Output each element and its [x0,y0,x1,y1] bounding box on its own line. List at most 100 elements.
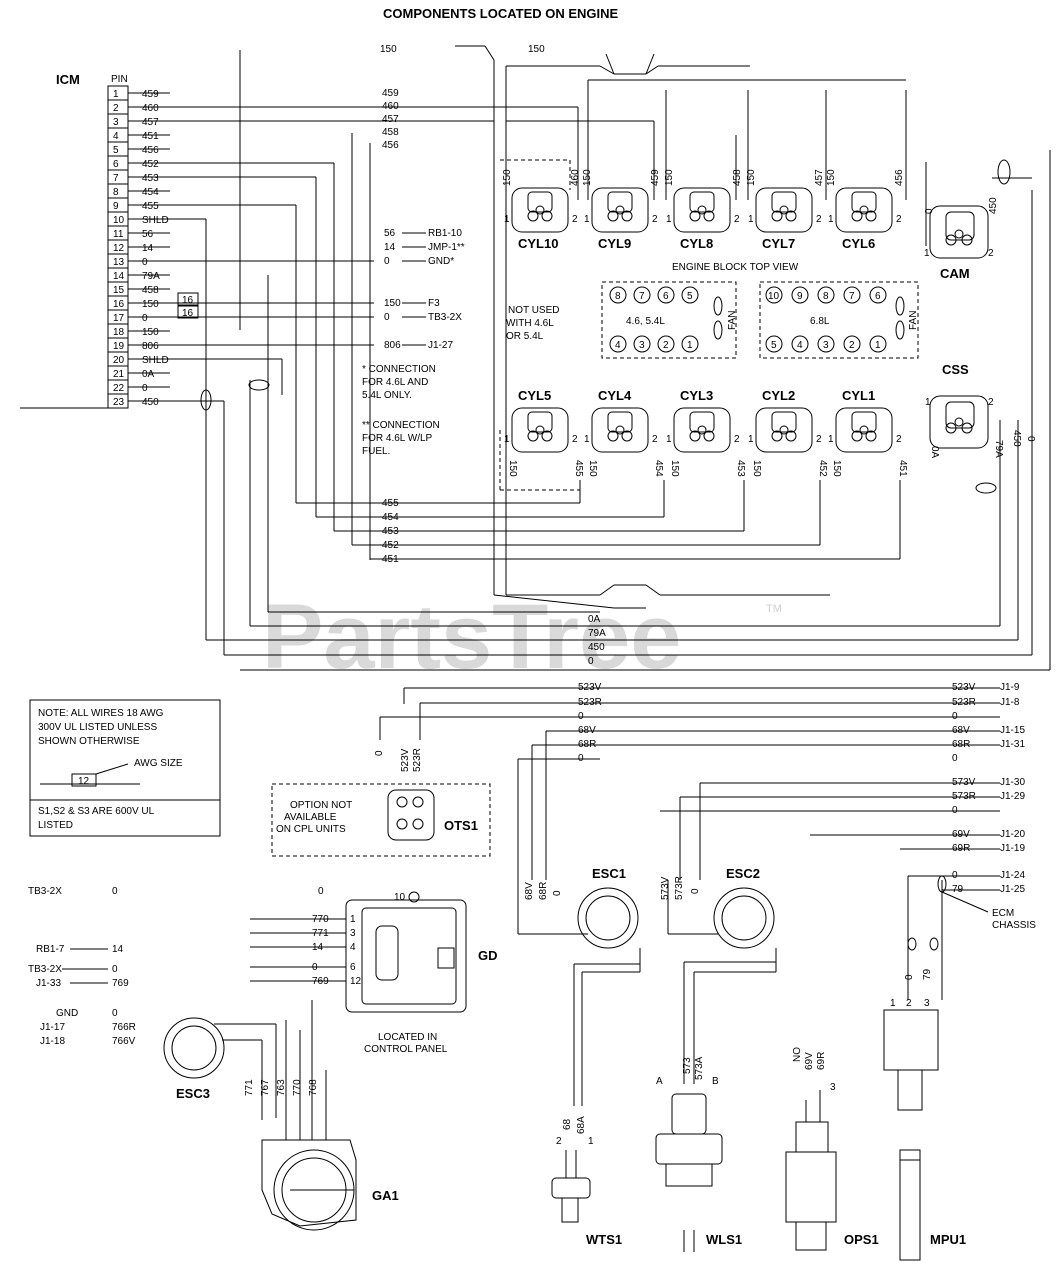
icm-pin-number: 2 [113,103,119,114]
right-bus-wire: 0 [952,711,958,722]
bus-wire-label: 0A [588,614,601,625]
css-wire-0: 0 [1025,436,1036,442]
icm-pin-wire: SHLD [142,215,169,226]
css-wire-450: 450 [1011,430,1022,447]
icm-pin-number: 1 [113,89,119,100]
esc1-connector: ESC1 68V 68R 0 [517,866,641,1106]
left-bus-wire: 0 [578,753,584,764]
right-bus-wire: 573R [952,791,976,802]
cyl-wire: 452 [817,460,828,477]
left-side-source: TB3-2X [28,964,62,975]
gd-top-wire-0: 0 [318,886,324,897]
note-line-5: LISTED [38,820,73,831]
icm-pin-wire: 0 [142,313,148,324]
icm-pin-number: 3 [113,117,119,128]
cyl-pin-2: 2 [652,434,658,445]
esc3-connector: ESC3 [163,1017,277,1120]
top-wire-150-b: 150 [528,44,545,55]
ga1-wire: 770 [292,1079,303,1096]
icm-pin-header: PIN [111,74,128,85]
right-bus-wire: 0 [952,870,958,881]
right-bus-wire: 69V [952,829,970,840]
icm-pin-wire: 0A [142,369,155,380]
esc1-label: ESC1 [592,866,626,881]
conn-wire-label: 150 [384,298,401,309]
css-pin-2: 2 [988,397,994,408]
fan-label-a: FAN [727,311,738,330]
awg-size-label: AWG SIZE [134,758,183,769]
ga1-wire: 763 [276,1079,287,1096]
bottom-bus-wire: 454 [382,512,399,523]
right-bus-dest: J1-8 [1000,697,1020,708]
icm-right-wire-label: 459 [382,88,399,99]
mpu1-wire-79: 79 [922,968,933,980]
right-bus-dest: J1-31 [1000,739,1025,750]
icm-pin-number: 6 [113,159,119,170]
wls1-label: WLS1 [706,1232,742,1247]
wts1-label: WTS1 [586,1232,622,1247]
cyl-pin-2: 2 [896,214,902,225]
mpu1-pin-3: 3 [924,998,930,1009]
conn-wire-label: 0 [384,256,390,267]
gd-wire: 770 [312,914,329,925]
cyl-label: CYL6 [842,236,875,251]
icm-pin-wire: 79A [142,271,160,282]
right-bus-wire: 0 [952,805,958,816]
icm-right-wire-label: 458 [382,127,399,138]
conn-dest-label: JMP-1** [428,242,465,253]
block-b-cyl: 6 [875,291,881,302]
wls1-wire-573: 573 [682,1057,693,1074]
block-b-cyl: 8 [823,291,829,302]
cam-pin-1: 1 [924,248,930,259]
icm-label: ICM [56,72,80,87]
icm-pin-wire: 56 [142,229,154,240]
icm-pin-number: 20 [113,355,125,366]
wts1-wire-68a: 68A [576,1116,587,1134]
ots1-wire-0: 0 [374,750,385,756]
right-bus-dest: J1-19 [1000,843,1025,854]
wts1-sensor: WTS1 68 68A 2 1 [551,1116,622,1247]
cyl-wire-150: 150 [502,169,513,186]
conn-dest-label: TB3-2X [428,312,462,323]
cyl-wire: 460 [570,169,581,186]
cam-pin-2: 2 [988,248,994,259]
conn-wire-label: 0 [384,312,390,323]
cyl-label: CYL10 [518,236,558,251]
icm-pin-number: 8 [113,187,119,198]
block-a-cyl: 6 [663,291,669,302]
cyl-wire: 457 [814,169,825,186]
block-b-label: 6.8L [810,316,830,327]
icm-gauge-boxes: 16 16 [177,292,199,319]
mpu1-pin-2: 2 [906,998,912,1009]
icm-pin-wire: 0 [142,383,148,394]
note-line-4: S1,S2 & S3 ARE 600V UL [38,806,155,817]
ops1-pin-3: 3 [830,1082,836,1093]
esc2-connector: ESC2 573V 573R 0 [660,866,777,1084]
icm-pin-wire: 457 [142,117,159,128]
note-box: NOTE: ALL WIRES 18 AWG 300V UL LISTED UN… [29,699,221,837]
icm-pin-wire: 455 [142,201,159,212]
conn-dest-label: GND* [428,256,454,267]
awg-value: 12 [78,776,90,787]
icm-pin-number: 17 [113,313,125,324]
css-wire-79a: 79A [993,440,1004,458]
gd-pin-10: 10 [394,892,406,903]
ops1-sensor: OPS1 NO 69V 69R 3 [785,1047,879,1251]
left-bus-wire: 68R [578,739,596,750]
icm-pin-number: 23 [113,397,125,408]
mpu1-pin-1: 1 [890,998,896,1009]
block-a-cyl: 4 [615,340,621,351]
left-side-source: J1-17 [40,1022,65,1033]
